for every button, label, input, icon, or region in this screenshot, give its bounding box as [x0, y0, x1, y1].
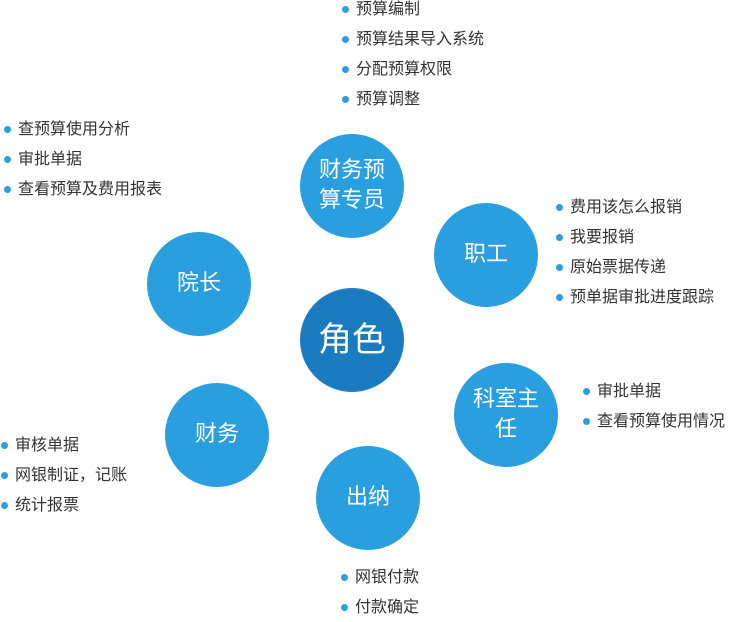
node-finance-budget-specialist: 财务预 算专员 — [300, 134, 404, 238]
list-item: 费用该怎么报销 — [556, 192, 714, 222]
list-item: 分配预算权限 — [342, 54, 484, 84]
list-item: 网银付款 — [341, 562, 419, 592]
list-item: 查看预算使用情况 — [583, 406, 725, 436]
node-label: 出纳 — [345, 485, 390, 510]
node-cashier: 出纳 — [316, 446, 420, 550]
node-department-head: 科室主 任 — [454, 363, 558, 467]
node-label-line2: 任 — [494, 417, 517, 442]
node-label-line2: 算专员 — [318, 188, 385, 213]
finance-task-list: 审核单据 网银制证，记账 统计报票 — [1, 430, 127, 520]
employee-task-list: 费用该怎么报销 我要报销 原始票据传递 预单据审批进度跟踪 — [556, 192, 714, 312]
node-label: 职工 — [463, 242, 508, 267]
center-node-role: 角色 — [300, 288, 404, 392]
list-item: 原始票据传递 — [556, 252, 714, 282]
center-label: 角色 — [318, 320, 386, 360]
node-dean: 院长 — [147, 232, 251, 336]
node-employee: 职工 — [434, 203, 538, 307]
list-item: 预算编制 — [342, 0, 484, 24]
dean-task-list: 查预算使用分析 审批单据 查看预算及费用报表 — [4, 114, 162, 204]
list-item: 我要报销 — [556, 222, 714, 252]
cashier-task-list: 网银付款 付款确定 — [341, 562, 419, 622]
list-item: 审核单据 — [1, 430, 127, 460]
list-item: 审批单据 — [4, 144, 162, 174]
list-item: 预算调整 — [342, 84, 484, 114]
node-finance: 财务 — [165, 383, 269, 487]
node-label: 院长 — [176, 271, 221, 296]
node-label-line1: 财务预 — [318, 158, 385, 183]
list-item: 审批单据 — [583, 376, 725, 406]
list-item: 预算结果导入系统 — [342, 24, 484, 54]
node-label-line1: 科室主 — [472, 387, 539, 412]
finance-budget-task-list: 预算编制 预算结果导入系统 分配预算权限 预算调整 — [342, 0, 484, 114]
department-head-task-list: 审批单据 查看预算使用情况 — [583, 376, 725, 436]
list-item: 统计报票 — [1, 490, 127, 520]
list-item: 查看预算及费用报表 — [4, 174, 162, 204]
list-item: 网银制证，记账 — [1, 460, 127, 490]
list-item: 付款确定 — [341, 592, 419, 622]
list-item: 查预算使用分析 — [4, 114, 162, 144]
list-item: 预单据审批进度跟踪 — [556, 282, 714, 312]
node-label: 财务 — [194, 422, 239, 447]
